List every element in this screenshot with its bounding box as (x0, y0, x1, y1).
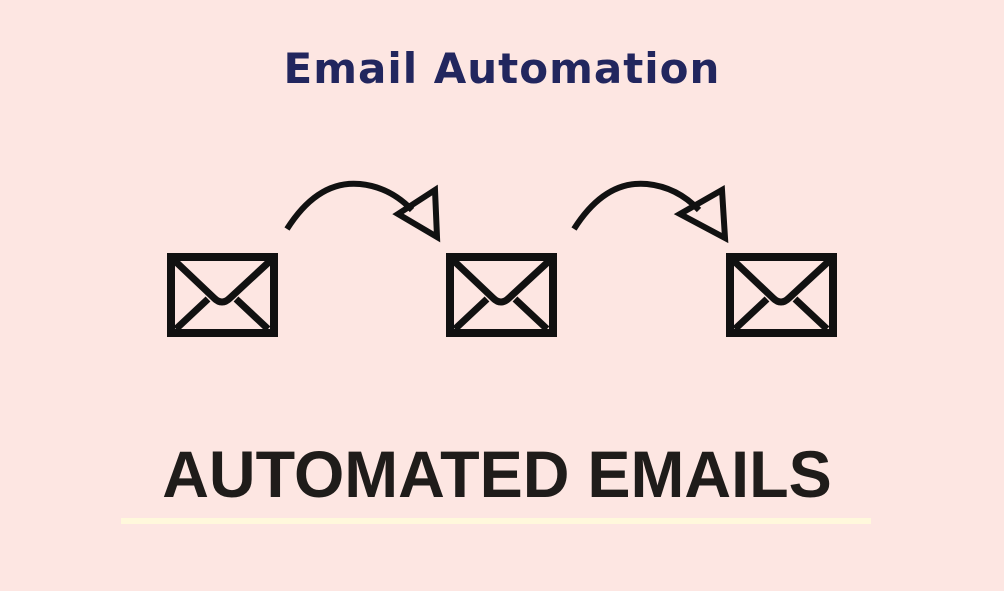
page-title: Email Automation (283, 44, 721, 93)
caption-underline (121, 518, 871, 524)
envelope-icon (167, 253, 278, 337)
curved-arrow-icon (284, 180, 441, 243)
caption-heading: AUTOMATED EMAILS (162, 437, 832, 511)
curved-arrow-icon (571, 180, 729, 244)
envelope-icon (446, 253, 557, 337)
envelope-icon (726, 253, 837, 337)
